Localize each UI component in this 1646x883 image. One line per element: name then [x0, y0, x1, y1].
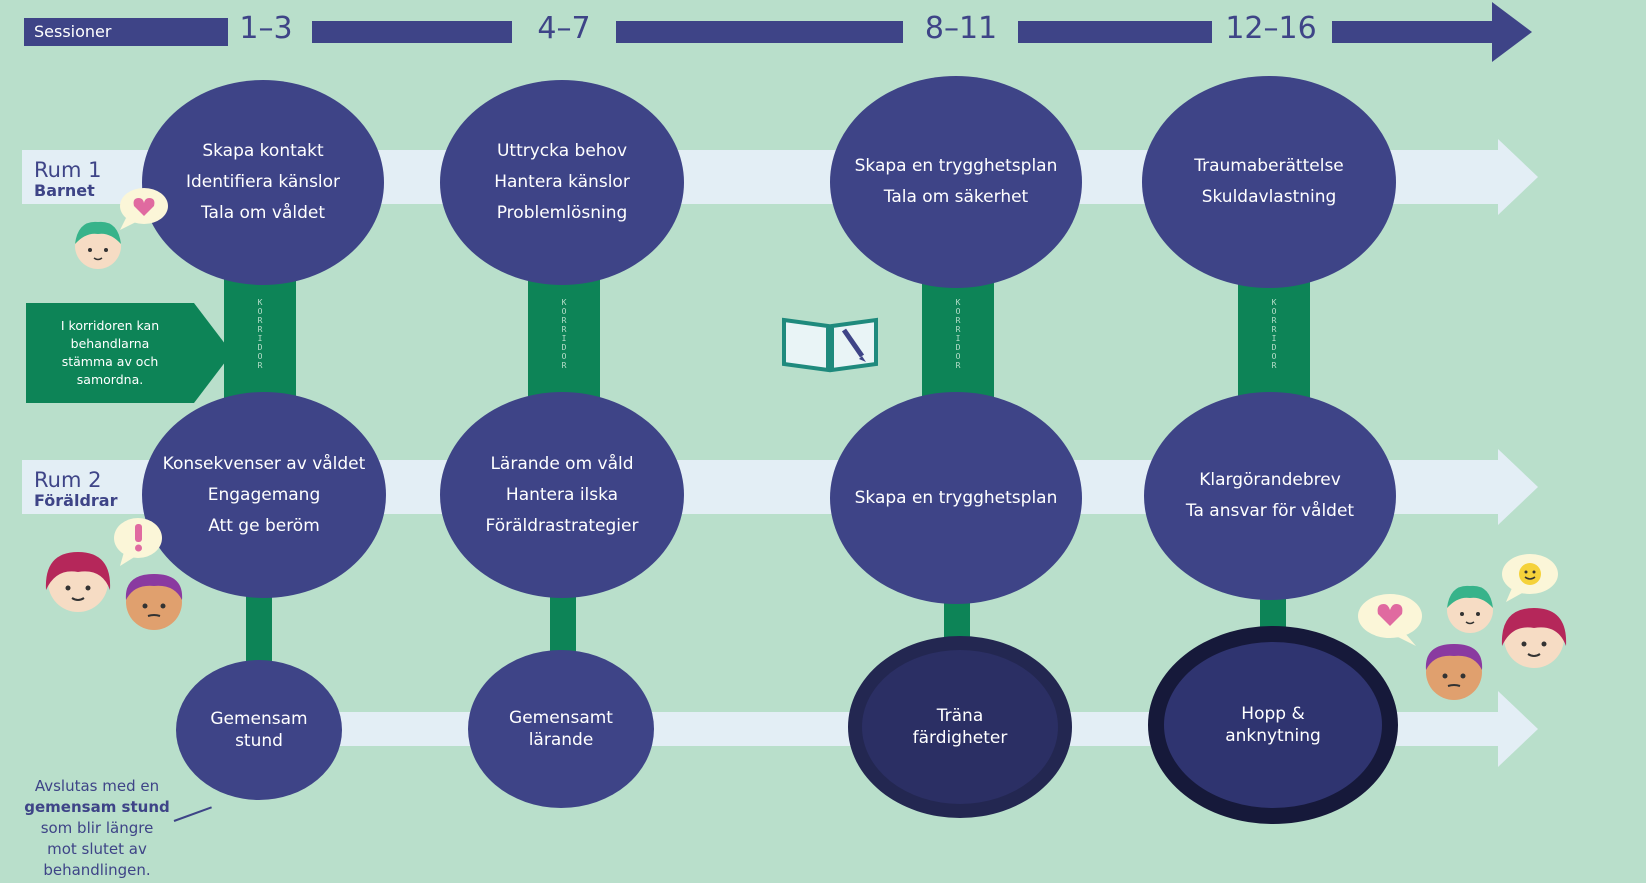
- session-range-3: 8–11: [924, 11, 998, 46]
- joint-connector: [550, 596, 576, 656]
- corridor-4: [1238, 270, 1310, 400]
- room1-title: Rum 1: [34, 158, 102, 182]
- book-pen-icon: [782, 317, 878, 373]
- timeline-bar: [1018, 21, 1212, 43]
- room2-lane-arrowhead: [1498, 449, 1538, 525]
- corridor-2: [528, 270, 600, 400]
- corridor-1: [224, 270, 296, 400]
- timeline-bar: [616, 21, 903, 43]
- room2-subtitle: Föräldrar: [34, 491, 118, 510]
- parent-face-icon: [1425, 644, 1483, 700]
- room2-title: Rum 2: [34, 468, 102, 492]
- session-range-4: 12–16: [1225, 11, 1317, 46]
- joint-lane-arrowhead: [1498, 691, 1538, 767]
- room1-lane-arrowhead: [1498, 139, 1538, 215]
- child-face-icon: [1447, 585, 1493, 633]
- room1-subtitle: Barnet: [34, 181, 95, 200]
- sessions-label: Sessioner: [24, 18, 228, 46]
- heart-speech-icon: [1358, 594, 1422, 646]
- exclamation-speech-icon: [114, 518, 162, 566]
- heart-speech-icon: [120, 188, 168, 230]
- parent-face-icon: [125, 574, 183, 630]
- session-range-1: 1–3: [239, 11, 293, 46]
- timeline-bar: [1332, 21, 1494, 43]
- timeline-arrowhead: [1492, 2, 1532, 62]
- parent-face-icon: [1501, 608, 1567, 668]
- smiley-speech-icon: [1502, 554, 1558, 602]
- joint-connector: [246, 596, 272, 666]
- corridor-3: [922, 270, 994, 400]
- room2-label: Rum 2 Föräldrar: [34, 468, 117, 510]
- parent-face-icon: [45, 552, 111, 612]
- joint-note: Avslutas med en gemensam stund som blir …: [24, 777, 170, 879]
- child-face-icon: [75, 221, 121, 269]
- room2-session-circle: Skapa en trygghetsplan: [830, 392, 1082, 604]
- session-range-2: 4–7: [537, 11, 591, 46]
- room1-label: Rum 1 Barnet: [34, 158, 101, 200]
- callout-arrowhead: [194, 303, 232, 403]
- joint-session-circle: Hopp &anknytning: [1148, 626, 1398, 824]
- timeline-bar: [312, 21, 512, 43]
